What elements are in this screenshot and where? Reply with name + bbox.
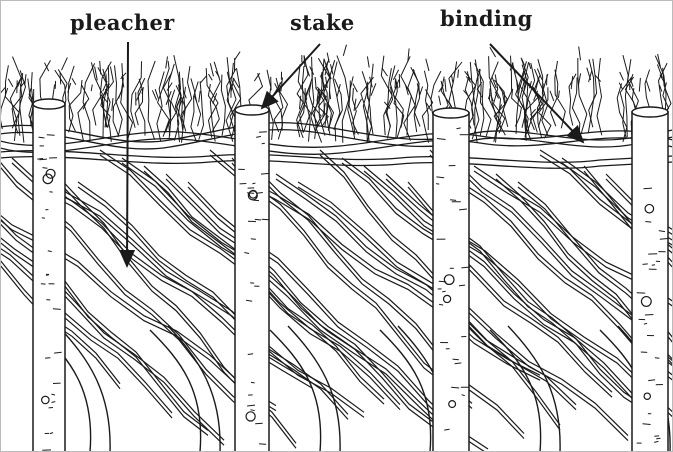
twig xyxy=(234,52,240,61)
twig xyxy=(0,88,7,129)
twig xyxy=(209,74,213,80)
twig xyxy=(367,56,369,67)
twig xyxy=(381,56,392,136)
twig xyxy=(589,59,597,128)
stake-label: stake xyxy=(290,10,355,35)
stake xyxy=(433,108,470,452)
twig xyxy=(201,76,207,83)
twig xyxy=(112,98,113,111)
stem-base xyxy=(490,326,560,452)
twig xyxy=(597,58,602,135)
twig xyxy=(452,75,453,83)
twig xyxy=(206,68,218,138)
twig xyxy=(335,79,343,142)
stake xyxy=(235,105,269,452)
twig xyxy=(100,61,101,74)
stake xyxy=(632,107,668,452)
twig xyxy=(62,57,68,70)
twig xyxy=(393,70,398,80)
twig xyxy=(168,61,169,69)
twig xyxy=(25,74,26,85)
twig xyxy=(166,56,168,68)
stake xyxy=(33,99,65,452)
twig xyxy=(401,56,412,135)
twig xyxy=(72,78,76,85)
twig xyxy=(182,100,183,114)
twig xyxy=(426,59,429,71)
twig xyxy=(639,78,640,92)
pleacher-stem xyxy=(166,174,436,424)
twig xyxy=(221,75,225,138)
twig xyxy=(353,88,359,135)
twig xyxy=(424,71,428,130)
twig xyxy=(210,63,213,76)
pleacher-stem xyxy=(0,158,172,413)
twig xyxy=(343,45,346,56)
twig xyxy=(199,91,201,102)
stem-base xyxy=(150,326,220,452)
pleacher-label: pleacher xyxy=(70,10,175,35)
stake-arrow xyxy=(262,44,320,108)
twig xyxy=(8,79,13,87)
binding-label: binding xyxy=(440,6,533,31)
twig xyxy=(167,83,172,91)
twig xyxy=(121,63,133,142)
twig xyxy=(91,85,92,92)
twig xyxy=(333,62,340,130)
pleacher-arrow xyxy=(127,42,128,266)
twig xyxy=(646,80,650,91)
twig xyxy=(5,65,19,128)
twig xyxy=(550,91,554,101)
twig xyxy=(558,91,559,98)
twig xyxy=(620,72,624,80)
twig xyxy=(83,63,95,141)
twig xyxy=(617,83,627,141)
twig xyxy=(479,69,491,136)
twig xyxy=(458,70,459,78)
pleacher-stems xyxy=(0,150,673,452)
twig xyxy=(148,61,155,140)
pleacher-stem xyxy=(0,163,172,418)
twig xyxy=(356,99,361,109)
twig xyxy=(420,87,423,96)
twig xyxy=(445,79,446,92)
twig xyxy=(439,96,441,105)
twig xyxy=(382,68,388,76)
twig xyxy=(579,47,581,61)
